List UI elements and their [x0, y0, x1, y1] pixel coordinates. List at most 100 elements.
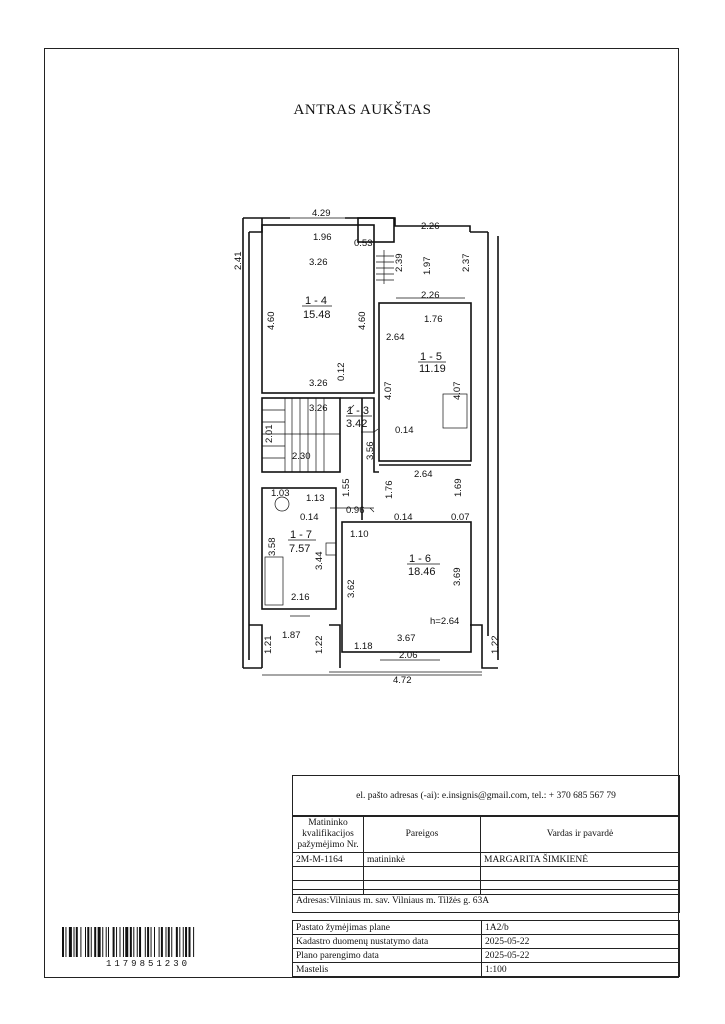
dim-label: 1.76	[384, 481, 395, 500]
barcode-bar	[116, 927, 118, 957]
dim-label: 1.55	[341, 479, 352, 498]
barcode-bar	[188, 927, 191, 957]
dim-label: 3.69	[452, 568, 463, 587]
barcode-bar	[150, 927, 152, 957]
barcode-bar	[94, 927, 97, 957]
barcode-bar	[139, 927, 142, 957]
dim-label: 1.10	[350, 529, 369, 540]
dim-label: 4.60	[357, 312, 368, 331]
barcode-bar	[97, 927, 101, 957]
page-title: ANTRAS AUKŠTAS	[293, 102, 432, 118]
detail-label: Pastato žymėjimas plane	[292, 920, 482, 935]
dim-label: 1.87	[282, 630, 301, 641]
detail-label: Mastelis	[292, 962, 482, 977]
barcode-bar	[160, 927, 163, 957]
barcode-bar	[136, 927, 138, 957]
barcode-bar	[119, 927, 121, 957]
barcode-bar	[133, 927, 135, 957]
dim-label: 0.96	[346, 505, 365, 516]
barcode-bar	[175, 927, 178, 957]
stair-main	[261, 397, 341, 473]
barcode-bar	[108, 927, 109, 957]
barcode	[62, 927, 195, 957]
barcode-bar	[171, 927, 173, 957]
room-area: 15.48	[303, 309, 331, 321]
contact-line: el. pašto adresas (-ai): e.insignis@gmai…	[292, 775, 680, 817]
dim-label: 1.21	[263, 636, 274, 655]
dim-label: 2.64	[414, 469, 433, 480]
barcode-bar	[158, 927, 160, 957]
dim-label: 3.67	[397, 633, 416, 644]
detail-value: 2025-05-22	[481, 948, 680, 963]
barcode-bar	[65, 927, 67, 957]
barcode-bar	[185, 927, 188, 957]
dim-label: 1.96	[313, 232, 332, 243]
room-area: 11.19	[419, 363, 446, 375]
dim-label: 4.07	[383, 382, 394, 401]
dim-label: 4.29	[312, 208, 331, 219]
room-area: 3.42	[346, 418, 367, 430]
stair-small	[376, 250, 394, 284]
dim-label: 0.07	[451, 512, 470, 523]
barcode-number: 1179851230	[105, 959, 190, 969]
barcode-bar	[87, 927, 90, 957]
detail-value: 1A2/b	[481, 920, 680, 935]
barcode-bar	[80, 927, 82, 957]
barcode-bar	[102, 927, 104, 957]
dim-label: 0.53	[354, 238, 373, 249]
room-id: 1 - 4	[305, 295, 327, 307]
dim-label: h=2.64	[430, 616, 459, 627]
dim-label: 1.97	[422, 257, 433, 276]
barcode-bar	[122, 927, 124, 957]
dim-label: 2.06	[399, 650, 418, 661]
room-area: 18.46	[408, 566, 436, 578]
dim-label: 1.13	[306, 493, 325, 504]
dim-label: 2.37	[461, 254, 472, 273]
dim-label: 2.41	[233, 252, 244, 271]
dim-label: 1.03	[271, 488, 290, 499]
room-area: 7.57	[289, 543, 310, 555]
barcode-bar	[68, 927, 72, 957]
dim-label: 2.64	[386, 332, 405, 343]
dim-label: 2.26	[421, 290, 440, 301]
barcode-bar	[154, 927, 155, 957]
stamp-signatory: Matininko kvalifikacijos pažymėjimo Nr. …	[292, 815, 680, 895]
barcode-bar	[105, 927, 107, 957]
dim-label: 2.26	[421, 221, 440, 232]
dim-label: 0.12	[336, 363, 347, 382]
dim-label: 4.07	[452, 382, 463, 401]
dim-label: 2.16	[291, 592, 310, 603]
barcode-bar	[129, 927, 132, 957]
room-1-3-outline	[340, 397, 379, 520]
barcode-bar	[182, 927, 184, 957]
barcode-bar	[167, 927, 170, 957]
detail-label: Plano parengimo data	[292, 948, 482, 963]
barcode-bar	[85, 927, 86, 957]
dim-label: 1.69	[453, 479, 464, 498]
dim-label: 4.60	[266, 312, 277, 331]
dim-label: 2.01	[264, 425, 275, 444]
room-id: 1 - 3	[347, 405, 369, 417]
dim-label: 3.26	[309, 257, 328, 268]
dim-label: 2.39	[394, 254, 405, 273]
dim-label: 3.56	[365, 442, 376, 461]
stamp-contact: el. pašto adresas (-ai): e.insignis@gmai…	[292, 775, 680, 817]
dim-label: 1.18	[354, 641, 373, 652]
room-id: 1 - 5	[420, 351, 442, 363]
header-name: Vardas ir pavardė	[480, 815, 680, 853]
barcode-bar	[90, 927, 92, 957]
room-id: 1 - 7	[290, 529, 312, 541]
barcode-bar	[62, 927, 64, 957]
dim-label: 0.14	[300, 512, 319, 523]
qualification-number: 2M-M-1164	[292, 852, 364, 867]
dim-label: 2.30	[292, 451, 311, 462]
name-value: MARGARITA ŠIMKIENĖ	[480, 852, 680, 867]
dim-label: 3.44	[314, 552, 325, 571]
dim-label: 0.14	[394, 512, 413, 523]
barcode-bar	[75, 927, 78, 957]
barcode-bar	[179, 927, 181, 957]
barcode-bar	[193, 927, 195, 957]
dim-label: 1.76	[424, 314, 443, 325]
detail-value: 2025-05-22	[481, 934, 680, 949]
